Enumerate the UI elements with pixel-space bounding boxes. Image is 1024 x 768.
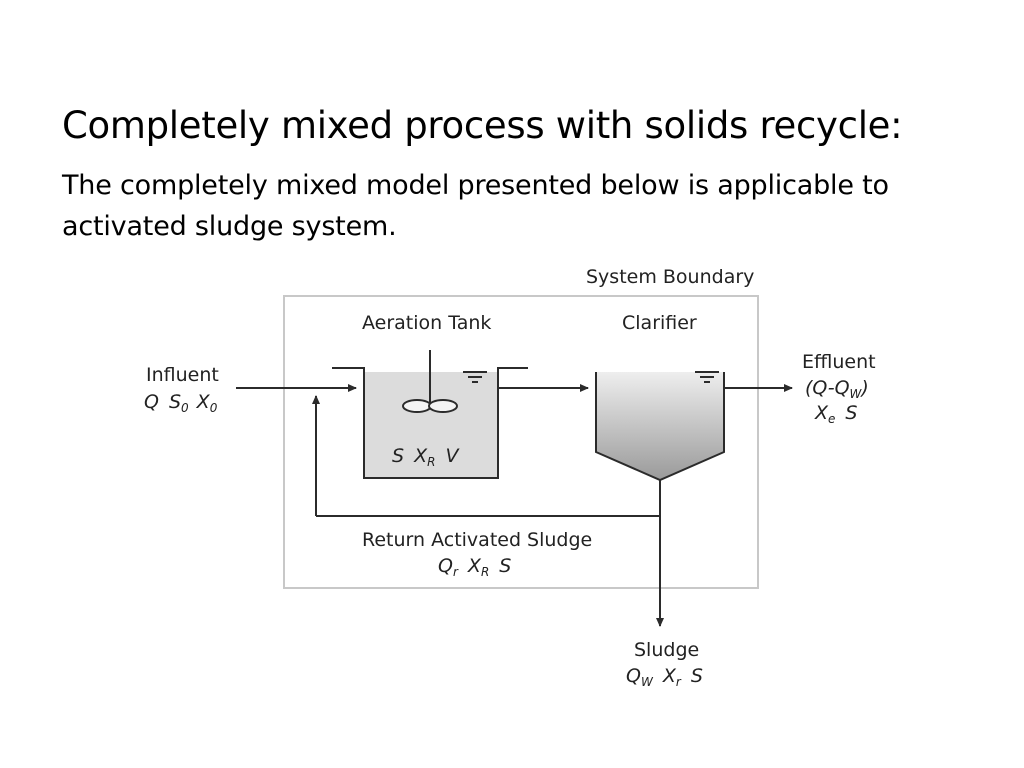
influent-pipe [236, 367, 365, 392]
effluent-label: Effluent [802, 351, 876, 373]
tank-outlet-pipe [497, 367, 589, 392]
influent-label: Influent [146, 364, 219, 386]
clarifier [595, 372, 725, 482]
system-boundary-box [283, 295, 759, 589]
mixer-icon [402, 350, 458, 413]
return-sludge-label: Return Activated Sludge [362, 529, 592, 551]
clarifier-water-level-icon [695, 371, 719, 383]
effluent-flow: (Q-QW) [805, 377, 869, 401]
slide-title: Completely mixed process with solids rec… [62, 104, 903, 147]
return-sludge-line [312, 395, 661, 517]
sludge-label: Sludge [634, 639, 699, 661]
slide-body-text: The completely mixed model presented bel… [62, 170, 889, 242]
clarifier-label: Clarifier [622, 312, 697, 334]
water-level-icon [463, 371, 487, 383]
aeration-tank-label: Aeration Tank [362, 312, 491, 334]
system-boundary-label: System Boundary [586, 266, 754, 288]
